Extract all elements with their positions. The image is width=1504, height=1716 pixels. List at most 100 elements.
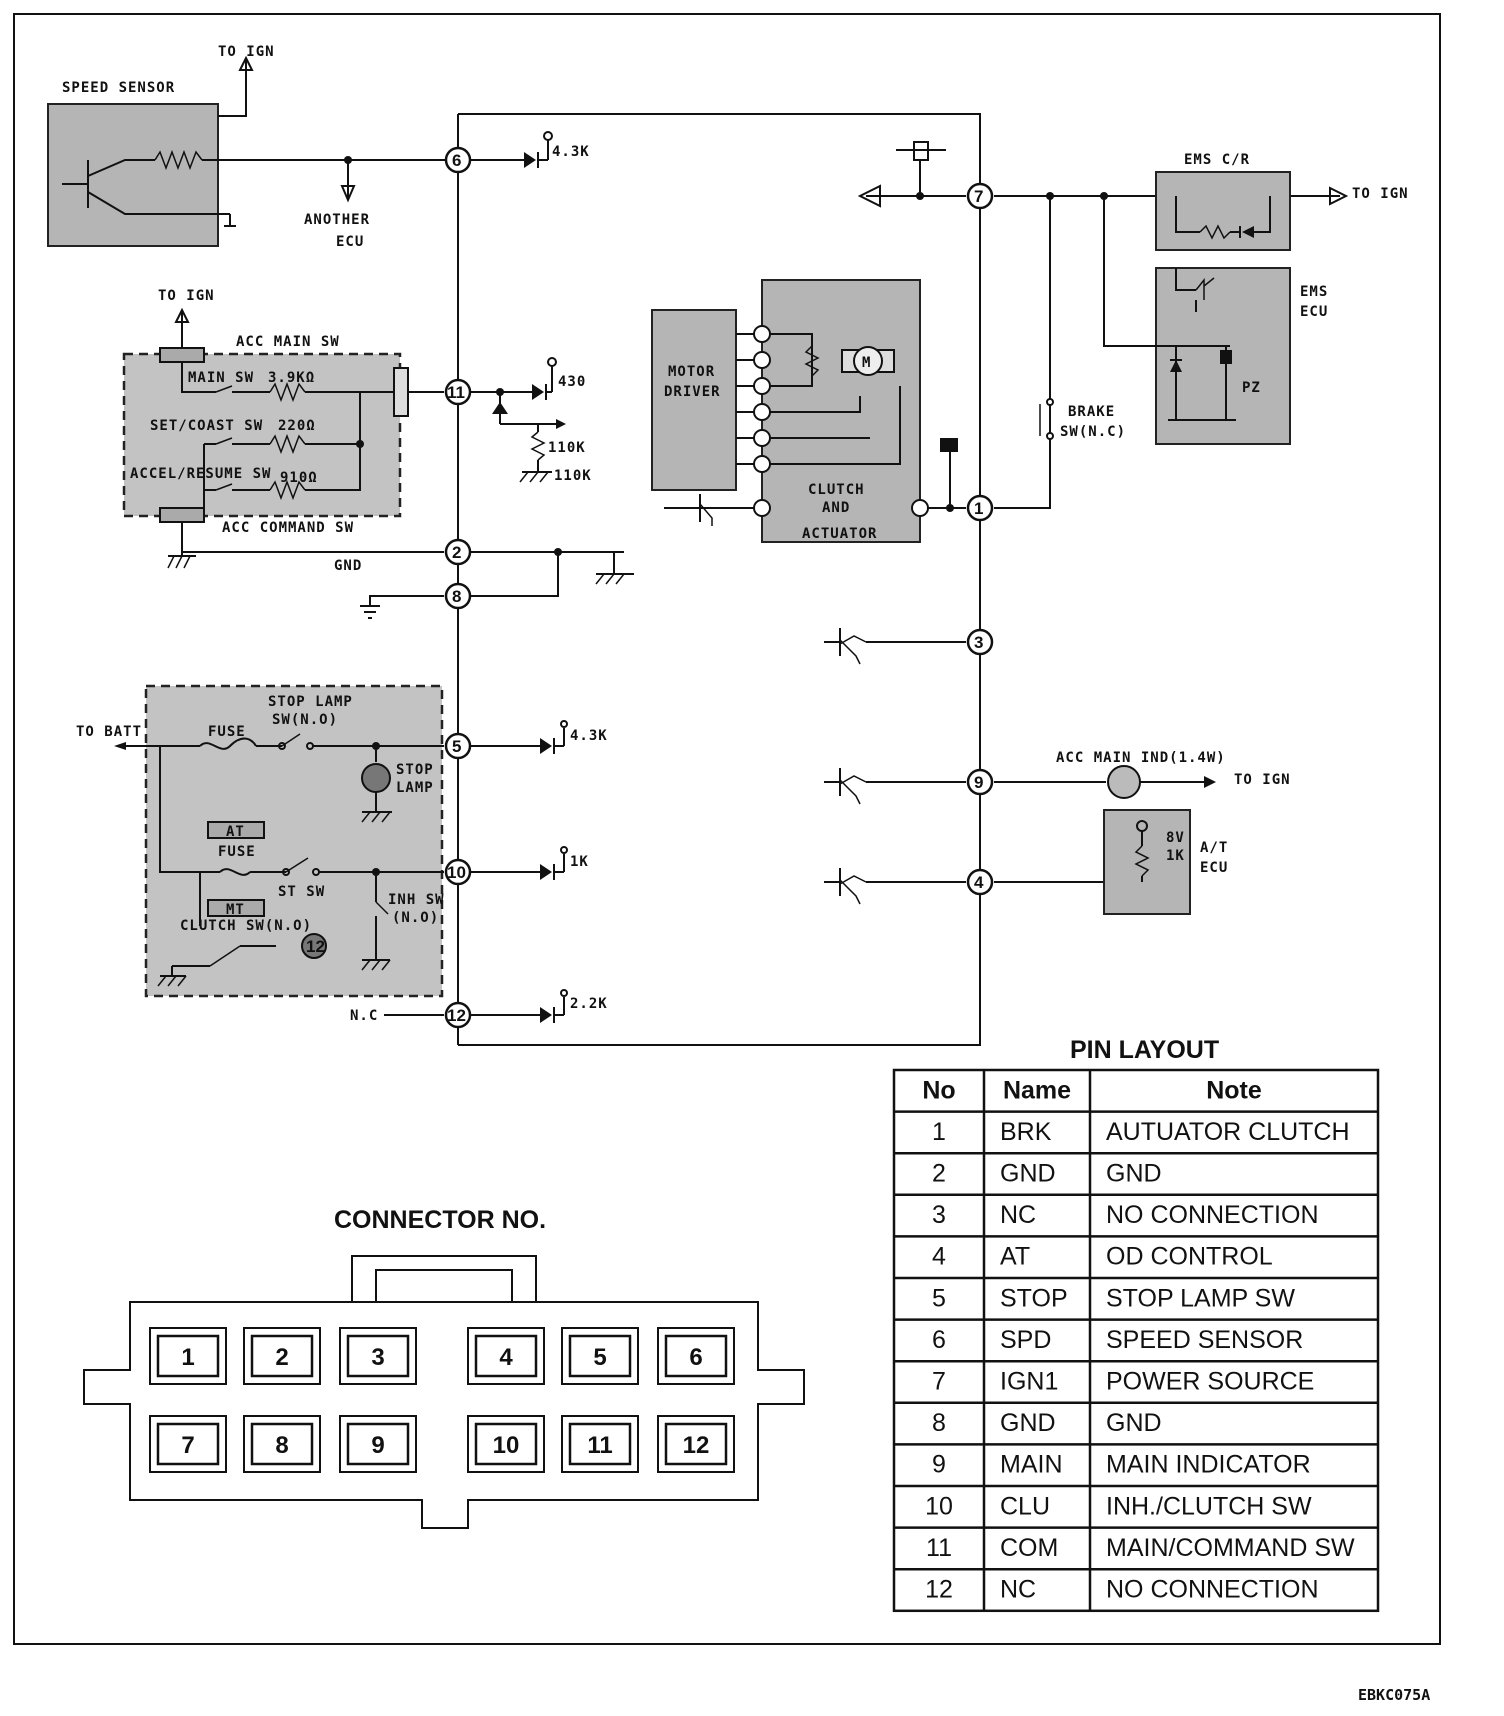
table-row: 2 GND GND [932,1159,1162,1187]
table-cell-note: STOP LAMP SW [1106,1284,1295,1312]
r-1k-label: 1K [570,854,589,870]
connector-pin-8: 8 [243,1415,321,1473]
table-cell-note: MAIN/COMMAND SW [1106,1534,1355,1562]
table-cell-name: GND [1000,1159,1056,1187]
table-cell-no: 6 [932,1326,946,1354]
connector-pin-label: 5 [593,1344,606,1371]
table-row: 4 AT OD CONTROL [932,1243,1273,1271]
brake-sw-label: BRAKE [1068,404,1115,420]
pz-label: PZ [1242,380,1261,396]
diagram-frame [13,13,1441,1645]
motor-actuator-block: MOTOR DRIVER M CLUTCH AND [651,279,929,543]
r-2-2k-label: 2.2K [570,996,608,1012]
connector-pin-6: 6 [657,1327,735,1385]
table-cell-name: SPD [1000,1326,1051,1354]
table-cell-no: 4 [932,1243,946,1271]
at-ecu-label: A/T [1200,840,1228,856]
r-430-label: 430 [558,374,586,390]
connector-pin-label: 9 [371,1432,384,1459]
connector-pin-label: 7 [181,1432,194,1459]
table-cell-note: OD CONTROL [1106,1243,1273,1271]
st-sw-label: ST SW [278,884,325,900]
table-cell-note: GND [1106,1409,1162,1437]
table-cell-name: COM [1000,1534,1058,1562]
table-cell-no: 8 [932,1409,946,1437]
stop-lamp-block: TO BATT FUSE STOP LAMP SW(N.O) STOP LAMP… [76,684,445,998]
clutch-label: CLUTCH [808,482,865,498]
table-header-cell: No [922,1076,955,1104]
table-cell-note: POWER SOURCE [1106,1367,1314,1395]
another-ecu-label: ANOTHER [304,212,370,228]
table-cell-no: 3 [932,1201,946,1229]
connector-pin-label: 6 [689,1344,702,1371]
ems-cr-label: EMS C/R [1184,152,1250,168]
table-cell-note: GND [1106,1159,1162,1187]
table-cell-name: BRK [1000,1118,1052,1146]
table-cell-name: AT [1000,1243,1030,1271]
table-header-cell: Name [1003,1076,1071,1104]
connector-pin-label: 11 [587,1432,612,1459]
table-header-cell: Note [1206,1076,1262,1104]
stop-lamp-label: STOP [396,762,434,778]
main-sw-label: MAIN SW [188,370,254,386]
motor-driver-label: MOTOR [668,364,715,380]
table-cell-note: NO CONNECTION [1106,1575,1319,1603]
connector-pin-label: 3 [371,1344,384,1371]
table-cell-no: 2 [932,1159,946,1187]
set-coast-sw-label: SET/COAST SW [150,418,263,434]
connector-pin-3: 3 [339,1327,417,1385]
connector-pin-2: 2 [243,1327,321,1385]
connector-pin-label: 10 [493,1432,520,1459]
table-cell-name: NC [1000,1575,1036,1603]
table-cell-name: CLU [1000,1492,1050,1520]
speed-sensor-block: SPEED SENSOR TO IGN [47,44,275,247]
inh-sw-label: INH SW [388,892,445,908]
connector-pin-9: 9 [339,1415,417,1473]
at-ecu-label-2: ECU [1200,860,1228,876]
acc-command-sw-label: ACC COMMAND SW [222,520,354,536]
table-cell-no: 12 [925,1575,953,1603]
table-cell-no: 1 [932,1118,946,1146]
pin-1-label: 1 [974,499,983,518]
at-fuse-label-2: FUSE [218,844,256,860]
pin-5-label: 5 [452,737,461,756]
acc-switch-block: TO IGN ACC MAIN SW MAIN SW 3.9KΩ SET/COA… [122,288,409,569]
table-cell-name: IGN1 [1000,1367,1058,1395]
connector-pin-7: 7 [149,1415,227,1473]
to-batt-label: TO BATT [76,724,142,740]
to-ign-label-4: TO IGN [1234,772,1291,788]
at-1k-label: 1K [1166,848,1185,864]
ems-cr-block: EMS C/R [1155,152,1291,251]
gnd-label: GND [334,558,362,574]
to-ign-label-3: TO IGN [1352,186,1409,202]
resistor-4-3k-label: 4.3K [552,144,590,160]
table-cell-name: NC [1000,1201,1036,1229]
r-main-label: 3.9KΩ [268,370,315,386]
connector-pin-label: 12 [683,1432,710,1459]
table-cell-name: GND [1000,1409,1056,1437]
table-row: 12 NC NO CONNECTION [925,1575,1318,1603]
clutch-label-3: ACTUATOR [802,526,877,542]
pin-9-label: 9 [974,773,983,792]
ems-ecu-block: EMS ECU PZ [1103,196,1328,445]
table-cell-no: 10 [925,1492,953,1520]
table-row: 11 COM MAIN/COMMAND SW [926,1534,1355,1562]
table-cell-no: 9 [932,1451,946,1479]
r-110k-label-2: 110K [554,468,592,484]
connector-pin-11: 11 [561,1415,639,1473]
connector-pin-label: 8 [275,1432,288,1459]
table-cell-name: STOP [1000,1284,1068,1312]
ems-ecu-label-2: ECU [1300,304,1328,320]
r-accel-label: 910Ω [280,470,318,486]
table-cell-name: MAIN [1000,1451,1063,1479]
mt-label: MT [226,902,245,918]
table-cell-no: 11 [926,1534,952,1562]
to-ign-label-1: TO IGN [218,44,275,60]
